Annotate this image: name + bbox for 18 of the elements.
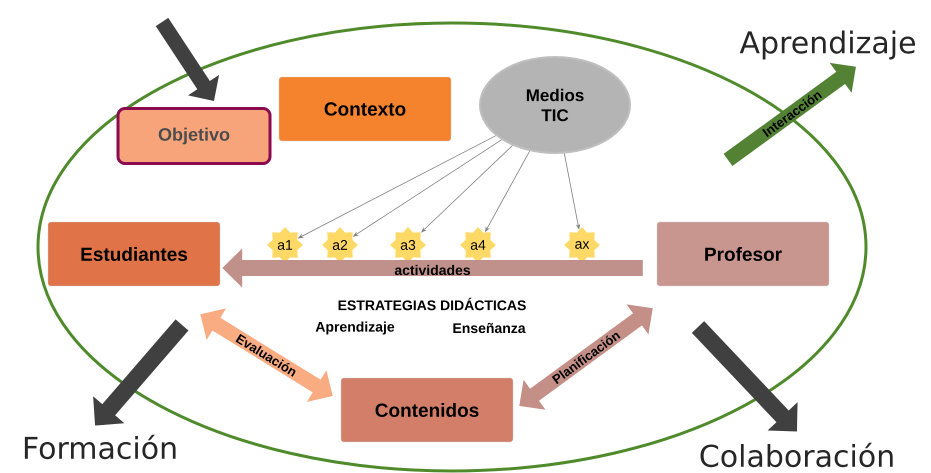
teacher-box: Profesor (656, 222, 830, 286)
context-box: Contexto (278, 76, 452, 142)
arrow (724, 62, 856, 166)
outcome-text: Formación (24, 434, 176, 460)
activity-star: a3 (390, 227, 426, 263)
students-box: Estudiantes (48, 222, 220, 286)
activity-star: a4 (460, 227, 496, 263)
caption-text: Aprendizaje (316, 321, 394, 335)
caption-text: Enseñanza (453, 322, 526, 334)
activity-star: a2 (322, 227, 358, 263)
goal-box: Objetivo (116, 107, 272, 165)
outcome-text: Aprendizaje (740, 30, 915, 60)
outcome-text: Colaboración (700, 442, 893, 468)
edge-label: actividades (394, 264, 470, 276)
activity-star: a1 (267, 227, 303, 263)
activity-star: ax (564, 227, 600, 263)
contents-box: Contenidos (340, 378, 514, 442)
heading-text: ESTRATEGIAS DIDÁCTICAS (338, 298, 526, 310)
